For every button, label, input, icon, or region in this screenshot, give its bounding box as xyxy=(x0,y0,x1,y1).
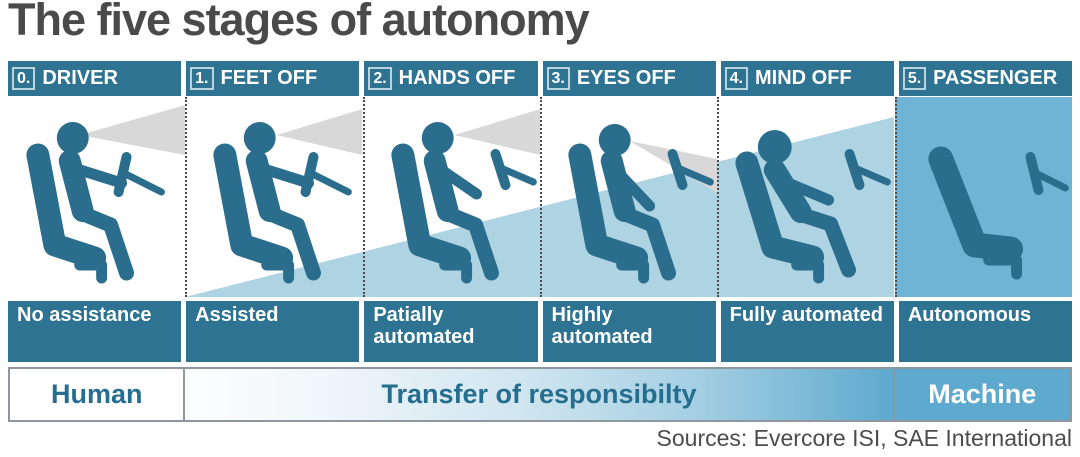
responsibility-bar: Human Transfer of responsibilty Machine xyxy=(8,367,1072,422)
column-divider xyxy=(717,97,720,297)
driver-feet-off-icon xyxy=(213,109,363,284)
figure-cell-hands-off xyxy=(363,97,540,297)
responsibility-machine-cell: Machine xyxy=(894,369,1070,420)
head xyxy=(758,130,793,164)
seat-icon xyxy=(26,143,107,270)
stage-label-highly-automated: Highly automated xyxy=(542,301,716,362)
column-divider xyxy=(362,97,365,297)
driver-attentive-icon xyxy=(26,105,186,284)
head xyxy=(421,122,454,154)
column-divider xyxy=(185,97,188,297)
stage-label-no-assistance: No assistance xyxy=(8,301,182,362)
stage-header-hands-off: 2. HANDS OFF xyxy=(364,61,538,96)
source-attribution: Sources: Evercore ISI, SAE International xyxy=(656,425,1072,451)
stage-header-label: EYES OFF xyxy=(576,67,676,89)
seat-icon xyxy=(568,143,649,270)
seat-icon xyxy=(928,146,1023,262)
seat-foot-icon xyxy=(982,254,1022,280)
stage-header-label: FEET OFF xyxy=(220,67,318,89)
stage-number-badge: 5. xyxy=(902,67,927,90)
stage-number-badge: 3. xyxy=(546,67,570,90)
stage-header-passenger: 5. PASSENGER xyxy=(898,61,1072,96)
vision-cone xyxy=(454,109,540,155)
stage-header-row: 0. DRIVER 1. FEET OFF 2. HANDS OFF 3. EY… xyxy=(8,61,1072,96)
leg xyxy=(440,206,499,281)
seat-foot-icon xyxy=(791,259,825,284)
steering-column xyxy=(307,169,353,196)
stage-label-row: No assistance Assisted Patially automate… xyxy=(8,301,1072,362)
stage-number-badge: 1. xyxy=(190,67,214,90)
steering-column xyxy=(120,169,165,196)
stage-header-label: DRIVER xyxy=(42,67,118,89)
arm xyxy=(775,174,835,206)
steering-column xyxy=(494,163,537,186)
head xyxy=(56,122,89,154)
empty-seat-icon xyxy=(928,146,1069,280)
stage-header-eyes-off: 3. EYES OFF xyxy=(542,61,716,96)
driver-eyes-off-icon xyxy=(568,124,718,284)
responsibility-transfer-cell: Transfer of responsibilty xyxy=(185,369,895,420)
seat-foot-icon xyxy=(261,259,295,284)
head xyxy=(244,122,276,154)
driver-reclined-icon xyxy=(735,130,892,284)
vision-cone xyxy=(79,105,186,155)
steering-column xyxy=(1029,168,1069,192)
seat-foot-icon xyxy=(438,259,472,284)
leg xyxy=(618,206,676,281)
stage-label-autonomous: Autonomous xyxy=(898,301,1072,362)
column-divider xyxy=(540,97,542,297)
driver-hands-off-icon xyxy=(391,109,540,284)
arm xyxy=(432,162,482,200)
stage-number-badge: 4. xyxy=(724,67,748,90)
arm xyxy=(255,162,315,189)
stage-header-label: MIND OFF xyxy=(755,67,852,89)
stage-header-label: PASSENGER xyxy=(933,67,1058,89)
arm xyxy=(68,162,128,189)
leg xyxy=(263,206,322,281)
arm xyxy=(610,164,656,212)
vision-cone xyxy=(276,109,363,155)
leg xyxy=(795,207,857,278)
stage-label-assisted: Assisted xyxy=(186,301,360,362)
steering-column xyxy=(849,163,892,186)
stage-header-label: HANDS OFF xyxy=(398,67,516,89)
seat-icon xyxy=(391,143,471,270)
column-divider xyxy=(894,97,897,297)
figure-cell-passenger xyxy=(894,97,1072,297)
stage-number-badge: 0. xyxy=(12,67,36,90)
stage-label-fully-automated: Fully automated xyxy=(720,301,894,362)
page-title: The five stages of autonomy xyxy=(8,0,590,45)
responsibility-human-cell: Human xyxy=(10,369,186,420)
seat-foot-icon xyxy=(74,259,108,284)
stage-number-badge: 2. xyxy=(368,67,392,90)
figure-cell-eyes-off xyxy=(540,97,718,297)
seat-icon xyxy=(735,151,825,269)
stage-header-mind-off: 4. MIND OFF xyxy=(720,61,894,96)
leg xyxy=(76,206,135,281)
figure-strip xyxy=(8,97,1072,297)
head xyxy=(598,124,631,156)
stage-header-feet-off: 1. FEET OFF xyxy=(186,61,360,96)
figure-columns xyxy=(8,97,1072,297)
seat-icon xyxy=(213,143,294,270)
stage-label-partially-automated: Patially automated xyxy=(364,301,538,362)
figure-cell-mind-off xyxy=(717,97,894,297)
figure-cell-driver xyxy=(8,97,186,297)
stage-header-driver: 0. DRIVER xyxy=(8,61,182,96)
steering-column xyxy=(671,163,714,186)
seat-foot-icon xyxy=(616,259,650,284)
figure-cell-feet-off xyxy=(185,97,363,297)
